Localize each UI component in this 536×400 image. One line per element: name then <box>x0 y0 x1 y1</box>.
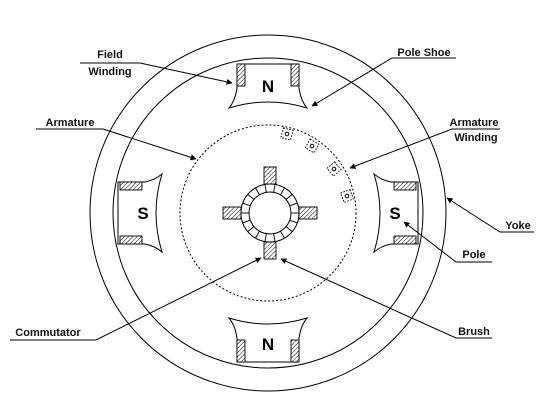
pole-top-letter: N <box>262 77 274 96</box>
commutator-segment-line <box>255 230 260 239</box>
yoke-outer-circle <box>89 34 447 392</box>
commutator-segment-line <box>242 219 251 224</box>
commutator-segment-line <box>289 202 298 207</box>
label-armature: Armature <box>46 117 95 129</box>
pole-right: S <box>373 172 419 254</box>
yoke-inner-circle <box>112 57 424 369</box>
label-armature-winding-1: Armature <box>450 117 499 129</box>
leader-lines <box>10 57 534 341</box>
pole-bottom: N <box>227 317 309 363</box>
pole-bottom-letter: N <box>262 335 274 354</box>
commutator-segment-line <box>273 233 276 242</box>
pole-top: N <box>227 63 309 109</box>
brushes <box>222 166 318 260</box>
commutator-segment-line <box>242 202 251 207</box>
commutator-segment-line <box>285 226 293 232</box>
pole-right-letter: S <box>389 204 400 223</box>
commutator-segment-line <box>255 187 260 196</box>
label-field-winding-2: Winding <box>88 66 131 78</box>
pole-left-letter: S <box>137 204 148 223</box>
label-pole-shoe: Pole Shoe <box>397 47 450 59</box>
armature-circle <box>179 124 357 302</box>
commutator <box>240 183 300 243</box>
label-pole: Pole <box>462 249 485 261</box>
commutator-segment-line <box>247 194 255 200</box>
commutator-segment-line <box>264 184 267 193</box>
commutator-segment-line <box>273 184 276 193</box>
label-brush: Brush <box>458 326 490 338</box>
commutator-segment-line <box>280 230 285 239</box>
commutator-segment-line <box>264 233 267 242</box>
label-field-winding-1: Field <box>97 49 123 61</box>
commutator-segment-line <box>289 219 298 224</box>
commutator-segment-line <box>285 194 293 200</box>
label-commutator: Commutator <box>15 327 81 339</box>
pole-left: S <box>117 172 163 254</box>
commutator-segment-line <box>280 187 285 196</box>
commutator-segment-line <box>247 226 255 232</box>
armature-winding-slots <box>280 127 355 204</box>
label-armature-winding-2: Winding <box>454 132 497 144</box>
label-yoke: Yoke <box>505 220 530 232</box>
